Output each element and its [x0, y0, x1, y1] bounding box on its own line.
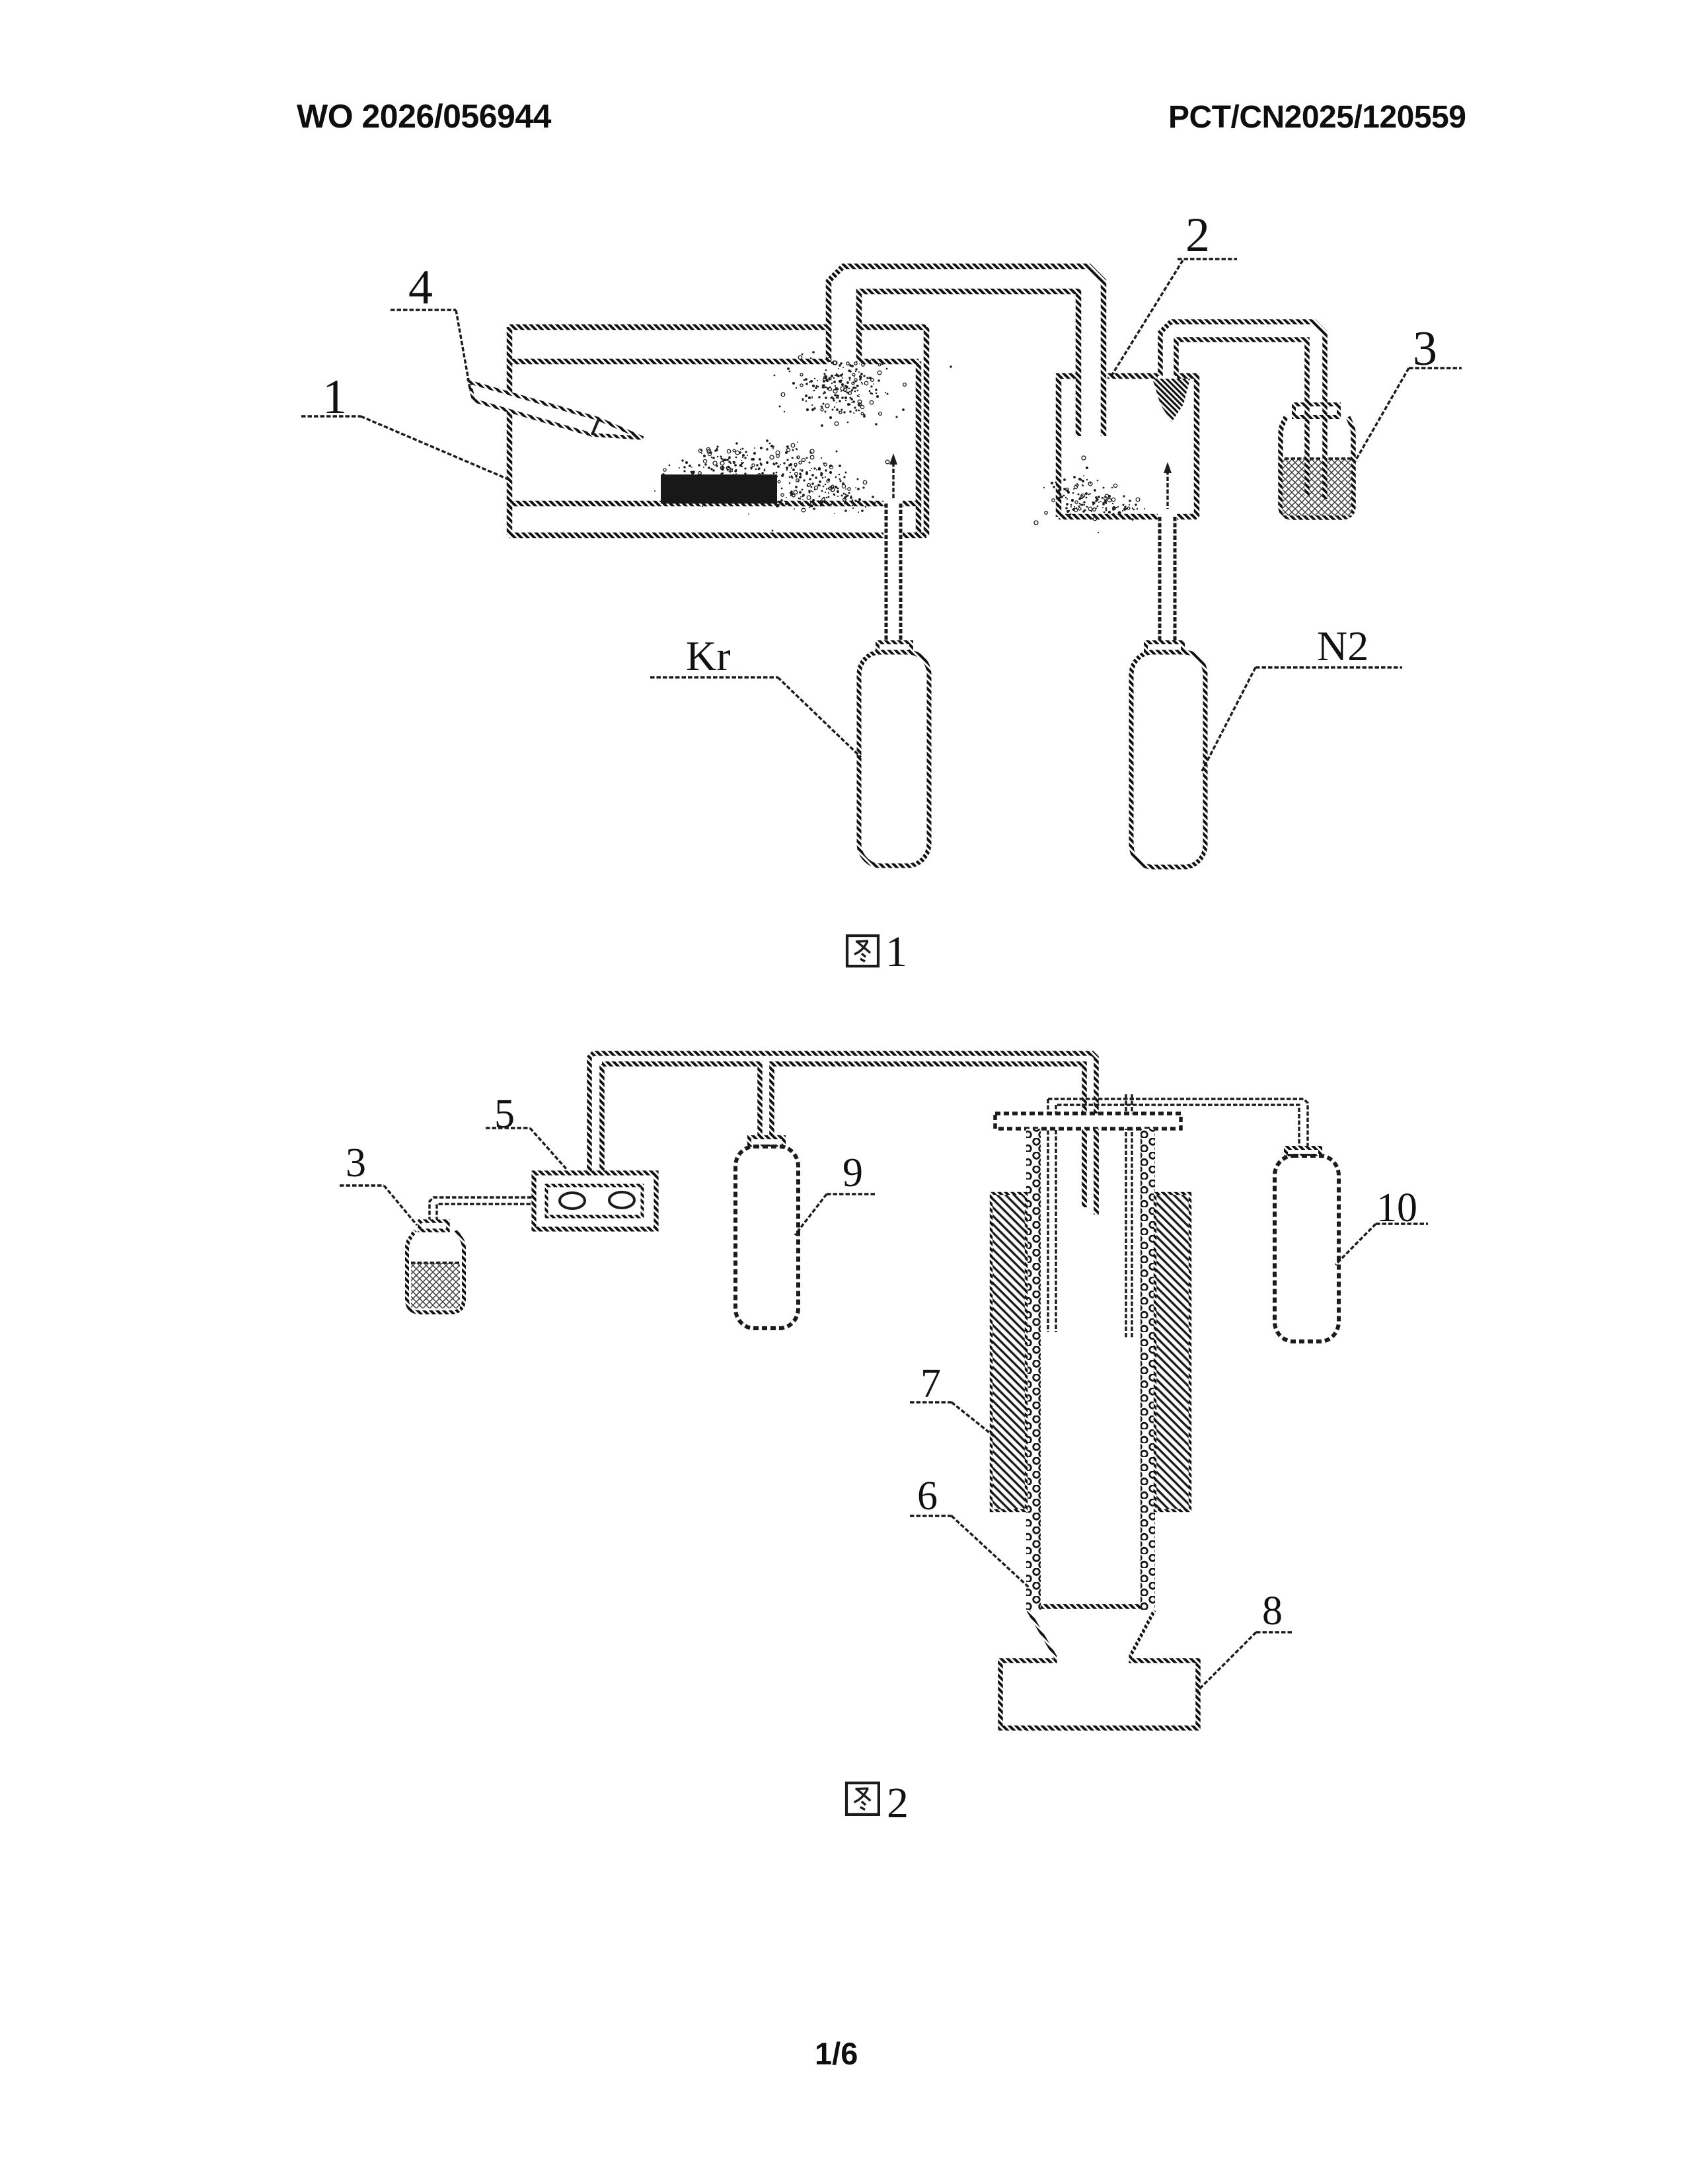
svg-text:2: 2	[1185, 208, 1210, 262]
svg-text:Kr: Kr	[686, 632, 731, 679]
svg-text:2: 2	[887, 1779, 909, 1827]
svg-text:1/6: 1/6	[815, 2036, 858, 2071]
svg-text:6: 6	[917, 1474, 938, 1519]
svg-text:9: 9	[842, 1150, 863, 1195]
svg-text:4: 4	[408, 260, 433, 315]
svg-text:8: 8	[1262, 1589, 1283, 1634]
svg-text:7: 7	[920, 1361, 941, 1406]
svg-text:5: 5	[494, 1092, 515, 1137]
svg-text:3: 3	[346, 1141, 366, 1186]
svg-text:WO 2026/056944: WO 2026/056944	[297, 98, 552, 135]
svg-text:1: 1	[885, 928, 907, 976]
svg-text:PCT/CN2025/120559: PCT/CN2025/120559	[1168, 100, 1466, 135]
svg-text:N2: N2	[1317, 622, 1368, 669]
